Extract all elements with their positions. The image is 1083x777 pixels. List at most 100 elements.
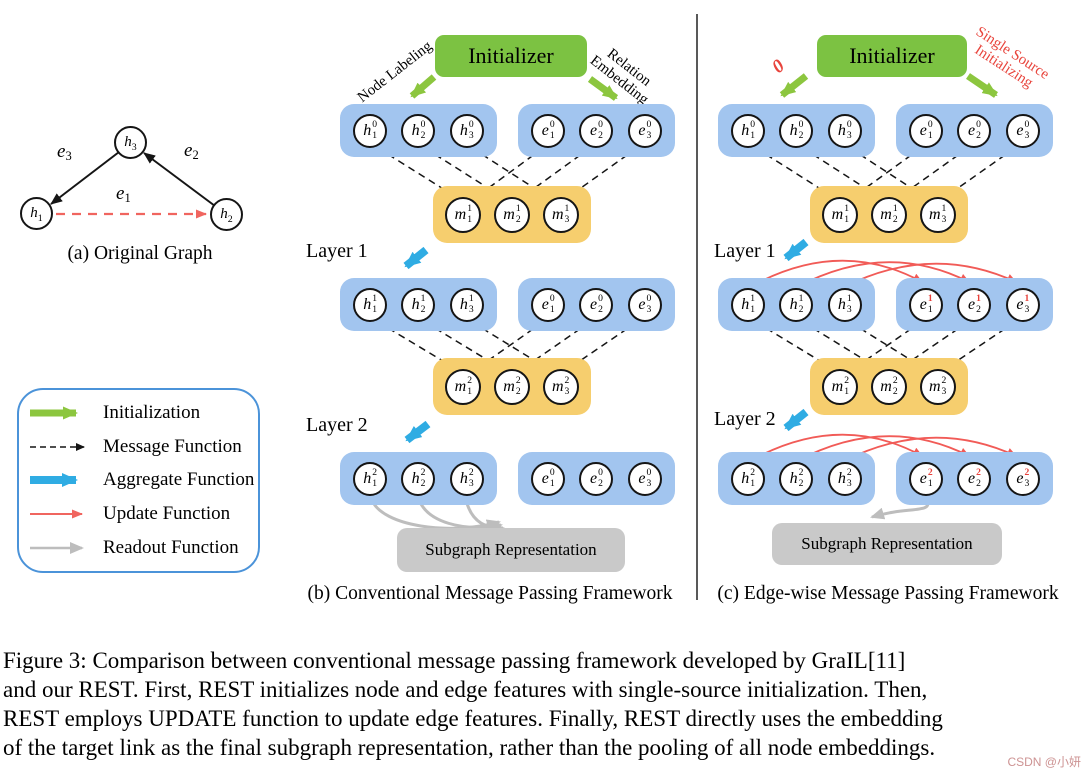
initializer-label: Initializer [849,43,935,68]
layer1-label-c: Layer 1 [714,240,776,262]
zero-annotation: 0 [768,55,789,78]
single-source-annotation: Single Source Initializing [971,23,1052,92]
figure-caption: Figure 3: Comparison between conventiona… [3,646,1081,762]
initialization-arrows-b [409,74,619,101]
initializer-box-c: Initializer [817,35,967,77]
figure-caption-line: Figure 3: Comparison between conventiona… [3,648,906,673]
readout-arrow-icon [30,542,84,555]
initializer-box-b: Initializer [435,35,587,77]
legend-label: Aggregate Function [103,469,255,491]
figure-caption-line: of the target link as the final subgraph… [3,735,936,760]
layer2-label-b: Layer 2 [306,414,368,436]
legend-item-aggregate: Aggregate Function [28,469,258,491]
legend-label: Readout Function [103,537,239,559]
legend-item-update: Update Function [28,503,258,525]
aggregate-arrows-c [783,238,809,432]
panel-b-caption: (b) Conventional Message Passing Framewo… [307,583,673,604]
watermark: CSDN @小妍 [1007,755,1081,769]
update-arrow-icon [30,509,83,519]
legend-label: Initialization [103,401,201,423]
message-arrow-icon [30,442,85,451]
legend-label: Update Function [103,503,231,525]
figure-caption-line: REST employs UPDATE function to update e… [3,706,943,731]
